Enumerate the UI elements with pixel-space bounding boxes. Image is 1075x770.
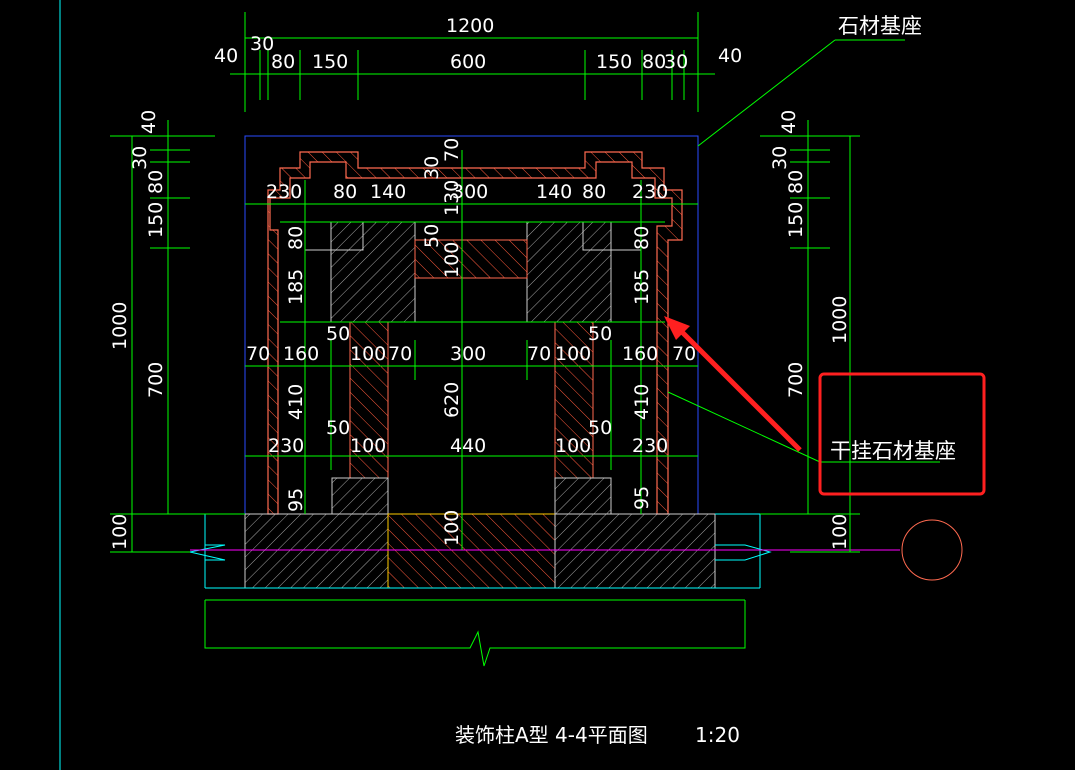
dim-text: 30: [129, 146, 151, 170]
base-left-concrete: [244, 513, 389, 589]
dim-text: 80: [642, 51, 666, 73]
dim-text: 40: [214, 45, 238, 67]
dim-text: 1000: [109, 302, 131, 350]
drawing-title: 装饰柱A型 4-4平面图: [455, 723, 648, 747]
dim-text: 230: [632, 435, 668, 457]
dim-text: 185: [631, 269, 653, 305]
dim-text: 30: [421, 156, 443, 180]
dim-text: 50: [326, 323, 350, 345]
dim-text: 140: [370, 181, 406, 203]
upper-right-core-block: [526, 221, 612, 323]
red-arrow: [664, 316, 802, 452]
dim-text: 40: [778, 110, 800, 134]
dim-text: 80: [285, 226, 307, 250]
dim-text: 100: [350, 435, 386, 457]
dim-text: 70: [246, 343, 270, 365]
lower-right-core-block: [554, 477, 612, 515]
dim-text: 1200: [446, 15, 494, 37]
dim-text: 620: [441, 382, 463, 418]
dim-text: 185: [285, 269, 307, 305]
dim-text: 80: [145, 170, 167, 194]
dim-text: 150: [785, 202, 807, 238]
dry-hang-stone-base-label: 干挂石材基座: [830, 439, 956, 463]
dim-text: 700: [145, 362, 167, 398]
dim-text: 30: [769, 146, 791, 170]
dim-text: 30: [250, 33, 274, 55]
left-post: [349, 321, 389, 479]
dim-text: 140: [536, 181, 572, 203]
dim-text: 30: [664, 51, 688, 73]
dim-text: 80: [631, 226, 653, 250]
dim-text: 80: [785, 170, 807, 194]
dim-text: 160: [622, 343, 658, 365]
dim-text: 700: [785, 362, 807, 398]
dim-text: 300: [452, 181, 488, 203]
upper-middle-beam: [414, 239, 528, 279]
dim-text: 230: [266, 181, 302, 203]
dim-text: 100: [555, 435, 591, 457]
dim-text: 410: [285, 384, 307, 420]
dim-text: 50: [421, 224, 443, 248]
inner-dim-texts: 30 70 130 230 80 140 300 140 80 230 50 1…: [246, 138, 696, 546]
dim-text: 70: [441, 138, 463, 162]
dim-text: 150: [312, 51, 348, 73]
upper-left-core-block: [330, 221, 416, 323]
dim-text: 95: [285, 488, 307, 512]
base-middle-infill: [387, 513, 556, 589]
right-dim-texts: 40 30 80 150 1000 700 100: [769, 110, 851, 550]
base-right-concrete: [554, 513, 716, 589]
dim-text: 100: [555, 343, 591, 365]
annotation-highlight-box: [818, 372, 986, 496]
dim-text: 440: [450, 435, 486, 457]
dim-text: 100: [441, 510, 463, 546]
dim-text: 80: [333, 181, 357, 203]
dim-text: 100: [350, 343, 386, 365]
dim-text: 80: [271, 51, 295, 73]
dim-text: 1000: [829, 296, 851, 344]
dim-text: 40: [138, 110, 160, 134]
drawing-scale: 1:20: [695, 723, 740, 747]
dim-text: 80: [582, 181, 606, 203]
dim-text: 50: [326, 417, 350, 439]
dim-text: 130: [441, 180, 463, 216]
dim-text: 40: [718, 45, 742, 67]
dim-text: 410: [631, 384, 653, 420]
dim-text: 160: [283, 343, 319, 365]
dim-text: 50: [588, 323, 612, 345]
dim-text: 230: [632, 181, 668, 203]
dim-text: 150: [145, 202, 167, 238]
dim-text: 300: [450, 343, 486, 365]
dim-text: 100: [109, 514, 131, 550]
dim-text: 100: [441, 242, 463, 278]
right-post: [554, 321, 594, 479]
stone-base-label: 石材基座: [838, 14, 922, 38]
dim-text: 70: [388, 343, 412, 365]
dim-text: 95: [631, 486, 653, 510]
dim-text: 600: [450, 51, 486, 73]
dim-text: 100: [829, 514, 851, 550]
foundation-outline: [189, 513, 772, 667]
dim-text: 70: [672, 343, 696, 365]
dim-text: 50: [588, 417, 612, 439]
stone-cladding-outline: [267, 151, 683, 515]
lower-left-core-block: [331, 477, 389, 515]
dim-text: 70: [527, 343, 551, 365]
left-dim-texts: 40 30 80 150 1000 700 100: [109, 110, 167, 550]
axis-bubble: [901, 519, 963, 581]
dim-text: 150: [596, 51, 632, 73]
dim-text: 230: [268, 435, 304, 457]
dimension-lines: [110, 12, 940, 553]
